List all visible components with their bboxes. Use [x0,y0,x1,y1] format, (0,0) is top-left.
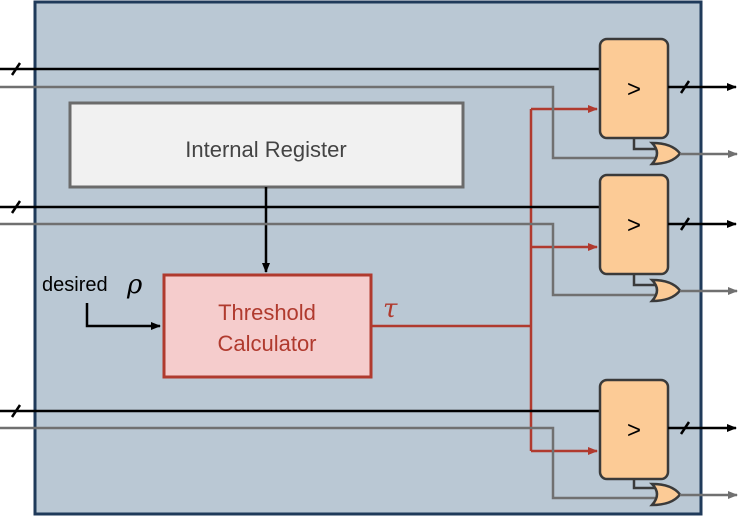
or-gate-3 [648,482,682,507]
tau-distribution-wires [371,105,598,455]
threshold-calculator-box [162,273,373,379]
bus-slash-3 [10,404,22,418]
comparator-to-gate-wire-2 [632,274,655,287]
input-bus-gray-3 [0,426,655,500]
rho-symbol: ρ [126,270,143,300]
desired-rho-arrow [85,303,161,330]
comparator-symbol-1: > [627,76,641,103]
comparator-group-2: > [0,173,738,303]
output-slash-2 [679,217,691,231]
bus-slash-2 [10,200,22,214]
comparator-group-1: > [0,37,738,166]
desired-input-label: desired [42,274,108,296]
threshold-calculator-label-line2: Calculator [217,331,316,356]
input-bus-gray-2 [0,222,655,297]
comparator-group-3: > [0,378,738,507]
output-slash-1 [679,80,691,94]
threshold-calculator-label-line1: Threshold [218,300,316,325]
comparator-symbol-2: > [627,212,641,239]
internal-register-label: Internal Register [185,137,346,162]
output-slash-3 [679,421,691,435]
tau-symbol: τ [383,294,398,324]
comparator-to-gate-wire-3 [632,479,655,490]
bus-slash-1 [10,62,22,76]
comparator-to-gate-wire-1 [632,138,655,151]
internal-register-box [68,101,465,189]
comparator-symbol-3: > [627,417,641,444]
input-bus-gray-1 [0,85,655,160]
or-gate-1 [648,141,682,166]
or-gate-2 [648,278,682,303]
